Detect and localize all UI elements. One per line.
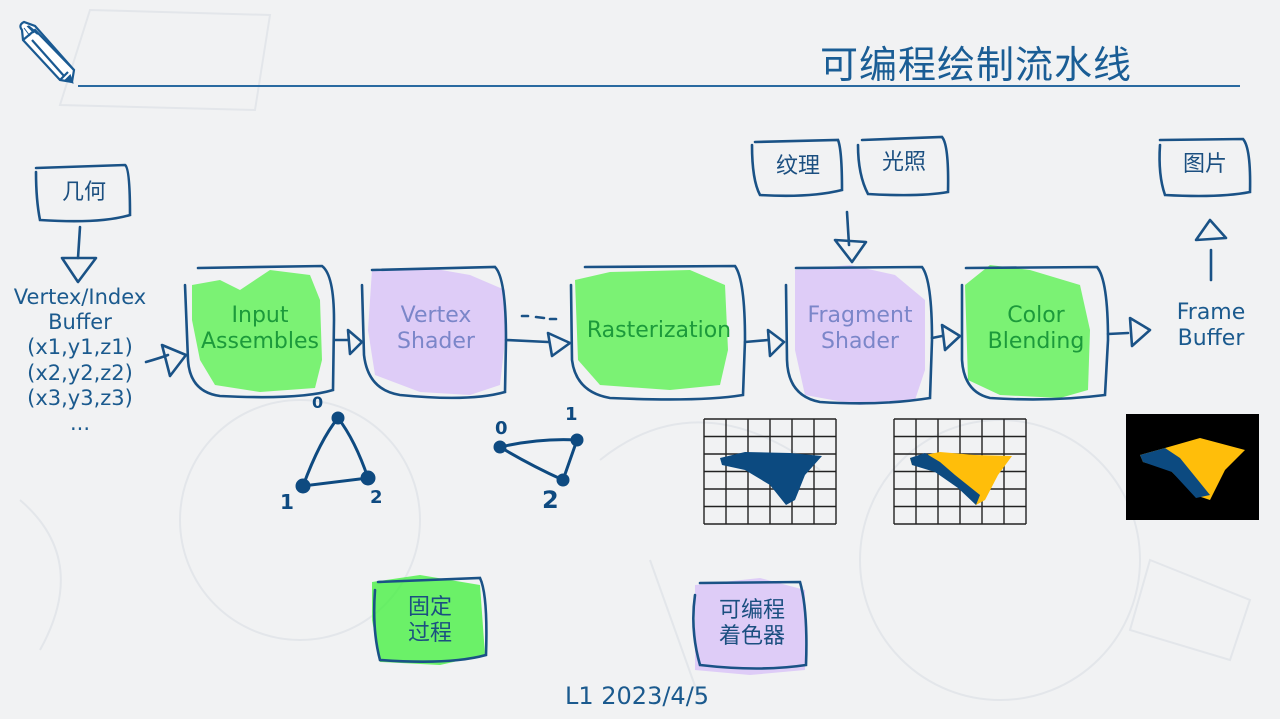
source-line-2: Buffer bbox=[48, 310, 112, 335]
rendered-shape-blue bbox=[1140, 448, 1210, 498]
tri1-label-1: 1 bbox=[280, 490, 294, 514]
legend-fixed: 固定 过程 bbox=[380, 595, 480, 648]
source-line-1: Vertex/Index bbox=[13, 285, 147, 309]
arrow-blending-to-framebuffer bbox=[1128, 316, 1152, 348]
source-line-3: (x1,y1,z1) bbox=[27, 335, 133, 360]
output-line-2: Buffer bbox=[1177, 326, 1245, 352]
tri1-label-2: 2 bbox=[370, 487, 383, 508]
arrows bbox=[60, 210, 1228, 378]
legend-line-1: 固定 bbox=[407, 595, 452, 620]
color-blending-outline bbox=[960, 265, 1110, 401]
arrow-inputs-to-fragment bbox=[833, 238, 868, 264]
stage-line-1: Rasterization bbox=[586, 318, 732, 343]
source-line-5: (x3,y3,z3) bbox=[27, 385, 133, 410]
geometry-label: 几何 bbox=[61, 180, 106, 205]
frame-buffer-label: Frame Buffer bbox=[1166, 300, 1256, 353]
stage-fragment-shader: Fragment Shader bbox=[788, 303, 932, 356]
source-line-6: ... bbox=[69, 410, 91, 435]
arrow-framebuffer-to-image bbox=[1194, 218, 1228, 242]
stage-line-2: Blending bbox=[987, 329, 1085, 355]
pencil-icon bbox=[19, 20, 76, 84]
stage-line-1: Input bbox=[231, 303, 289, 328]
stage-line-1: Vertex bbox=[400, 303, 472, 328]
lighting-box-outline bbox=[856, 135, 950, 197]
fragment-shader-fill bbox=[795, 265, 925, 405]
stage-input-assembles: Input Assembles bbox=[190, 303, 330, 356]
arrow-raster-to-fragment bbox=[766, 328, 786, 358]
arrow-vertex-to-raster bbox=[546, 331, 572, 358]
stage-color-blending: Color Blending bbox=[966, 303, 1106, 356]
rasterization-fill bbox=[575, 270, 728, 390]
legend-line-2: 过程 bbox=[407, 621, 452, 647]
stage-line-1: Color bbox=[1007, 303, 1065, 328]
legend-line-2: 着色器 bbox=[718, 624, 785, 650]
shaded-fragments-blue bbox=[910, 453, 980, 505]
geometry-box-outline bbox=[34, 163, 132, 223]
stage-line-1: Fragment bbox=[807, 303, 913, 328]
stage-line-2: Shader bbox=[397, 329, 475, 355]
stage-line-2: Assembles bbox=[200, 329, 319, 355]
raster-grid-blue bbox=[703, 418, 837, 525]
arrow-fragment-to-blending bbox=[940, 323, 962, 352]
stage-rasterization: Rasterization bbox=[574, 318, 744, 344]
legend-fixed-outline bbox=[372, 576, 488, 663]
slide-footer: L1 2023/4/5 bbox=[565, 682, 710, 710]
box-outlines bbox=[34, 135, 1252, 670]
input-assembles-outline bbox=[183, 264, 336, 399]
rasterization-outline bbox=[569, 264, 747, 401]
slide-title: 可编程绘制流水线 bbox=[820, 43, 1133, 87]
rasterized-fragments-blue bbox=[720, 452, 822, 505]
stage-line-2: Shader bbox=[821, 329, 899, 355]
background-doodles bbox=[19, 8, 1252, 701]
tri1-label-0: 0 bbox=[312, 393, 324, 412]
triangle-vertex-shaded bbox=[493, 433, 584, 487]
vertex-shader-fill bbox=[368, 268, 505, 395]
dashed-dots bbox=[520, 314, 558, 321]
fragment-shader-outline bbox=[784, 265, 934, 405]
legend-fixed-fill bbox=[372, 575, 485, 665]
vertex-shader-outline bbox=[360, 265, 508, 400]
input-assembles-fill bbox=[192, 270, 322, 392]
texture-box-outline bbox=[750, 138, 844, 198]
arrow-input-to-vertex bbox=[346, 328, 364, 356]
tri2-label-0: 0 bbox=[495, 418, 508, 439]
image-box-outline bbox=[1158, 137, 1252, 198]
stage-vertex-shader: Vertex Shader bbox=[366, 303, 506, 356]
legend-programmable-fill bbox=[695, 578, 805, 675]
triangle-input bbox=[295, 411, 376, 494]
color-blending-fill bbox=[965, 265, 1090, 398]
source-line-4: (x2,y2,z2) bbox=[27, 360, 133, 385]
legend-line-1: 可编程 bbox=[718, 598, 785, 623]
legend-programmable-outline bbox=[692, 580, 808, 670]
image-label: 图片 bbox=[1182, 152, 1227, 177]
raster-grid-shaded bbox=[893, 418, 1027, 525]
lighting-label: 光照 bbox=[881, 150, 926, 175]
vertex-index-buffer: Vertex/Index Buffer (x1,y1,z1) (x2,y2,z2… bbox=[0, 285, 160, 436]
tri2-label-1: 1 bbox=[565, 404, 578, 425]
highlights bbox=[192, 265, 1090, 675]
arrow-geometry-down bbox=[60, 256, 98, 284]
legend-programmable: 可编程 着色器 bbox=[700, 598, 804, 651]
arrow-source-to-input bbox=[160, 343, 188, 378]
texture-label: 纹理 bbox=[775, 154, 820, 179]
output-line-1: Frame bbox=[1176, 300, 1246, 325]
tri2-label-2: 2 bbox=[542, 486, 559, 514]
